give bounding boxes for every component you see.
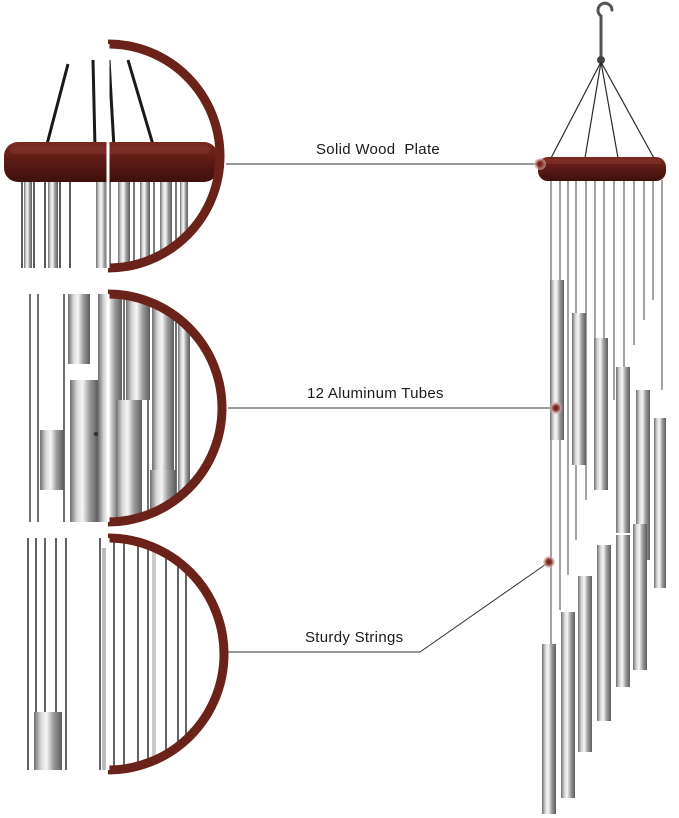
zoom-tubes-icon xyxy=(29,294,190,522)
marker-wood xyxy=(534,158,546,170)
hook-icon xyxy=(596,1,614,60)
callout-line-strings xyxy=(228,561,550,653)
marker-strings xyxy=(543,556,555,568)
label-sturdy-strings: Sturdy Strings xyxy=(305,629,404,646)
label-aluminum-tubes: 12 Aluminum Tubes xyxy=(307,385,444,402)
marker-tubes xyxy=(550,402,562,414)
label-wood-plate: Solid Wood Plate xyxy=(316,141,441,158)
zoom-wood-plate-icon xyxy=(4,59,218,268)
zoom-strings-icon xyxy=(27,538,187,770)
wind-chime xyxy=(538,1,666,814)
